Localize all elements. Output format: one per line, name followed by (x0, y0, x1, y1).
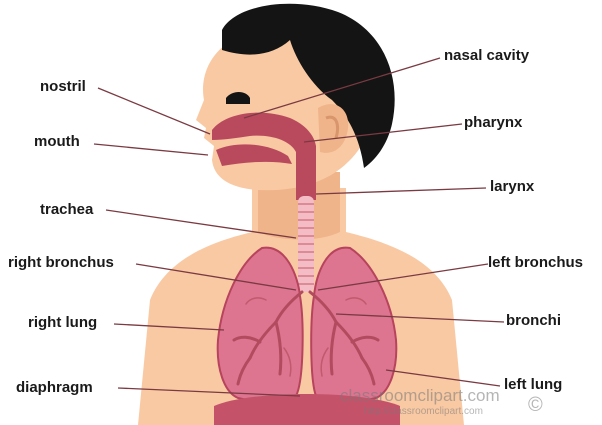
label-larynx: larynx (490, 178, 534, 196)
label-mouth: mouth (34, 133, 80, 151)
label-right-lung: right lung (28, 314, 97, 332)
label-bronchi: bronchi (506, 312, 561, 330)
label-nostril: nostril (40, 78, 86, 96)
label-pharynx: pharynx (464, 114, 522, 132)
label-right-bronchus: right bronchus (8, 254, 114, 272)
watermark-copyright-icon: © (528, 394, 543, 417)
label-nasal-cavity: nasal cavity (444, 47, 529, 65)
label-trachea: trachea (40, 201, 93, 219)
label-diaphragm: diaphragm (16, 379, 93, 397)
label-left-lung: left lung (504, 376, 562, 394)
watermark-brand: classroomclipart.com (340, 386, 500, 406)
label-left-bronchus: left bronchus (488, 254, 583, 272)
watermark-url: http://classroomclipart.com (364, 406, 483, 417)
